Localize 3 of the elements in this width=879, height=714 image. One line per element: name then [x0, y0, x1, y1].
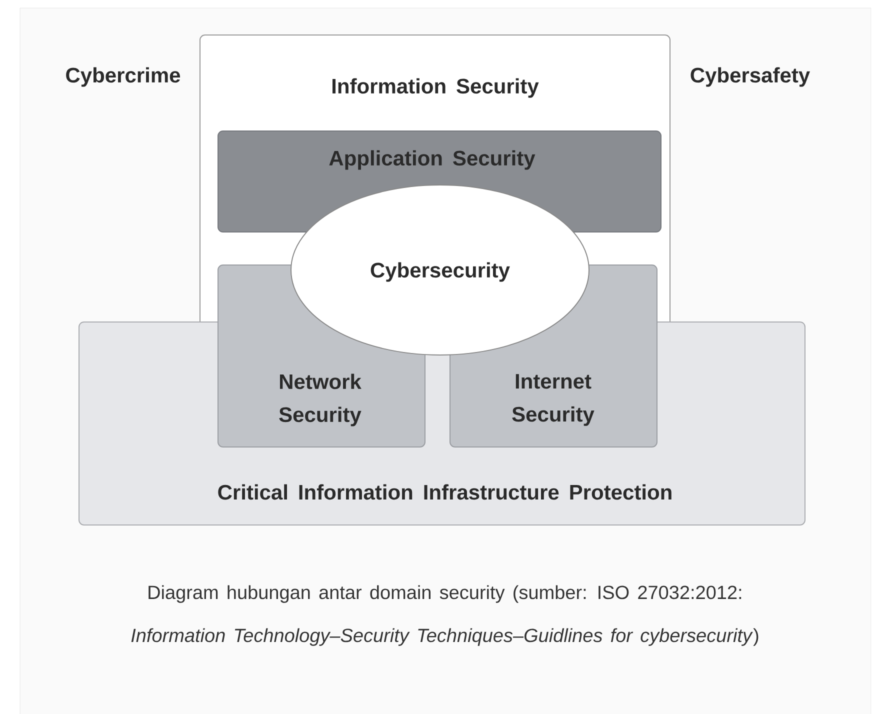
domain-label: Cybersafety	[690, 67, 810, 87]
domain-label: Cybercrime	[66, 67, 180, 87]
caption: Diagram hubungan antar domain security (sumber: ISO 27032:2012: Information Technology–Security Techniques–Guidlines for cybersecurity)	[131, 585, 758, 646]
